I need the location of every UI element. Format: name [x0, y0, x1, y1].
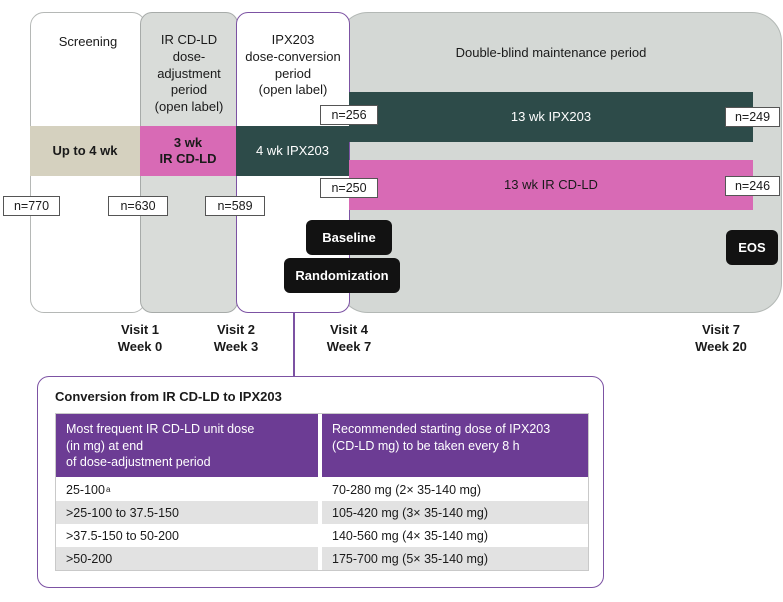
visit-week: Week 3: [213, 338, 259, 354]
count-ipx203-arm-start: n=256: [320, 105, 378, 125]
ir-dose-cell: >50-200: [56, 547, 318, 570]
title-line: dose-: [172, 48, 206, 64]
visit-1-marker: Visit 1 Week 0: [95, 322, 185, 355]
table-row: >37.5-150 to 50-200 140-560 mg (4× 35-14…: [56, 524, 588, 547]
duration-line: 3 wk: [173, 135, 203, 150]
header-line: (CD-LD mg) to be taken every 8 h: [332, 438, 520, 453]
maintenance-period-title: Double-blind maintenance period: [455, 45, 647, 60]
ipx203-dose-cell: 175-700 mg (5× 35-140 mg): [322, 547, 588, 570]
count-visit-2: n=589: [205, 196, 265, 216]
screening-duration-label: Up to 4 wk: [52, 143, 118, 158]
ipx203-dose-cell: 105-420 mg (3× 35-140 mg): [322, 501, 588, 524]
header-line: Most frequent IR CD-LD unit dose: [66, 422, 255, 436]
count-screening: n=770: [3, 196, 60, 216]
ipx203-arm-label: 13 wk IPX203: [510, 109, 592, 124]
dose-adjustment-period-title: IR CD-LD dose- adjustment period (open l…: [141, 32, 237, 116]
screening-period-title: Screening: [58, 34, 118, 49]
visit-4-marker: Visit 4 Week 7: [304, 322, 394, 355]
title-line: IR CD-LD: [160, 32, 218, 47]
screening-duration-band: Up to 4 wk: [30, 126, 140, 176]
ir-dose-cell: >37.5-150 to 50-200: [56, 524, 318, 547]
header-line: of dose-adjustment period: [66, 455, 211, 469]
title-line: period: [274, 65, 312, 81]
title-line: adjustment: [157, 65, 221, 81]
visit-7-marker: Visit 7 Week 20: [676, 322, 766, 355]
title-line: dose-conversion: [245, 48, 341, 64]
visit-label: Visit 2: [216, 322, 256, 337]
footnote-marker: a: [105, 485, 111, 494]
visit-label: Visit 4: [329, 322, 369, 337]
ipx203-dose-cell: 140-560 mg (4× 35-140 mg): [322, 524, 588, 547]
table-header-ipx203-dose: Recommended starting dose of IPX203 (CD-…: [322, 414, 588, 477]
dose-conversion-period-title: IPX203 dose-conversion period (open labe…: [237, 32, 349, 99]
header-line: Recommended starting dose of IPX203: [332, 422, 551, 436]
count-visit-1: n=630: [108, 196, 168, 216]
table-row: >50-200 175-700 mg (5× 35-140 mg): [56, 547, 588, 570]
count-ir-cd-ld-arm-start: n=250: [320, 178, 378, 198]
visit-week: Week 20: [695, 338, 747, 354]
baseline-event: Baseline: [306, 220, 392, 255]
randomization-event: Randomization: [284, 258, 400, 293]
ipx203-arm-band: 13 wk IPX203: [349, 92, 753, 142]
ir-cd-ld-arm-band: 13 wk IR CD-LD: [349, 160, 753, 210]
title-line: IPX203: [271, 32, 315, 47]
visit-2-marker: Visit 2 Week 3: [191, 322, 281, 355]
count-ir-cd-ld-arm-end: n=246: [725, 176, 780, 196]
title-line: period: [170, 82, 208, 98]
visit-label: Visit 1: [120, 322, 160, 337]
visit-week: Week 0: [117, 338, 163, 354]
table-header-ir-dose: Most frequent IR CD-LD unit dose (in mg)…: [56, 414, 318, 477]
ir-dose-cell: >25-100 to 37.5-150: [56, 501, 318, 524]
visit-label: Visit 7: [701, 322, 741, 337]
table-header-row: Most frequent IR CD-LD unit dose (in mg)…: [56, 414, 588, 477]
header-line: (in mg) at end: [66, 438, 144, 453]
conversion-table: Most frequent IR CD-LD unit dose (in mg)…: [55, 413, 589, 571]
visit-week: Week 7: [326, 338, 372, 354]
dose-conversion-duration-band: 4 wk IPX203: [236, 126, 349, 176]
eos-event: EOS: [726, 230, 778, 265]
dose-conversion-duration-label: 4 wk IPX203: [256, 143, 329, 158]
conversion-panel-title: Conversion from IR CD-LD to IPX203: [55, 389, 282, 404]
duration-line: IR CD-LD: [159, 151, 217, 166]
dose-adjustment-duration-band: 3 wk IR CD-LD: [140, 126, 236, 176]
title-line: (open label): [154, 99, 224, 115]
connector-line: [293, 313, 295, 377]
count-ipx203-arm-end: n=249: [725, 107, 780, 127]
title-line: (open label): [258, 82, 328, 98]
ir-dose-value: 25-100: [66, 482, 105, 497]
table-row: >25-100 to 37.5-150 105-420 mg (3× 35-14…: [56, 501, 588, 524]
ipx203-dose-cell: 70-280 mg (2× 35-140 mg): [322, 478, 588, 501]
ir-cd-ld-arm-label: 13 wk IR CD-LD: [504, 177, 598, 192]
